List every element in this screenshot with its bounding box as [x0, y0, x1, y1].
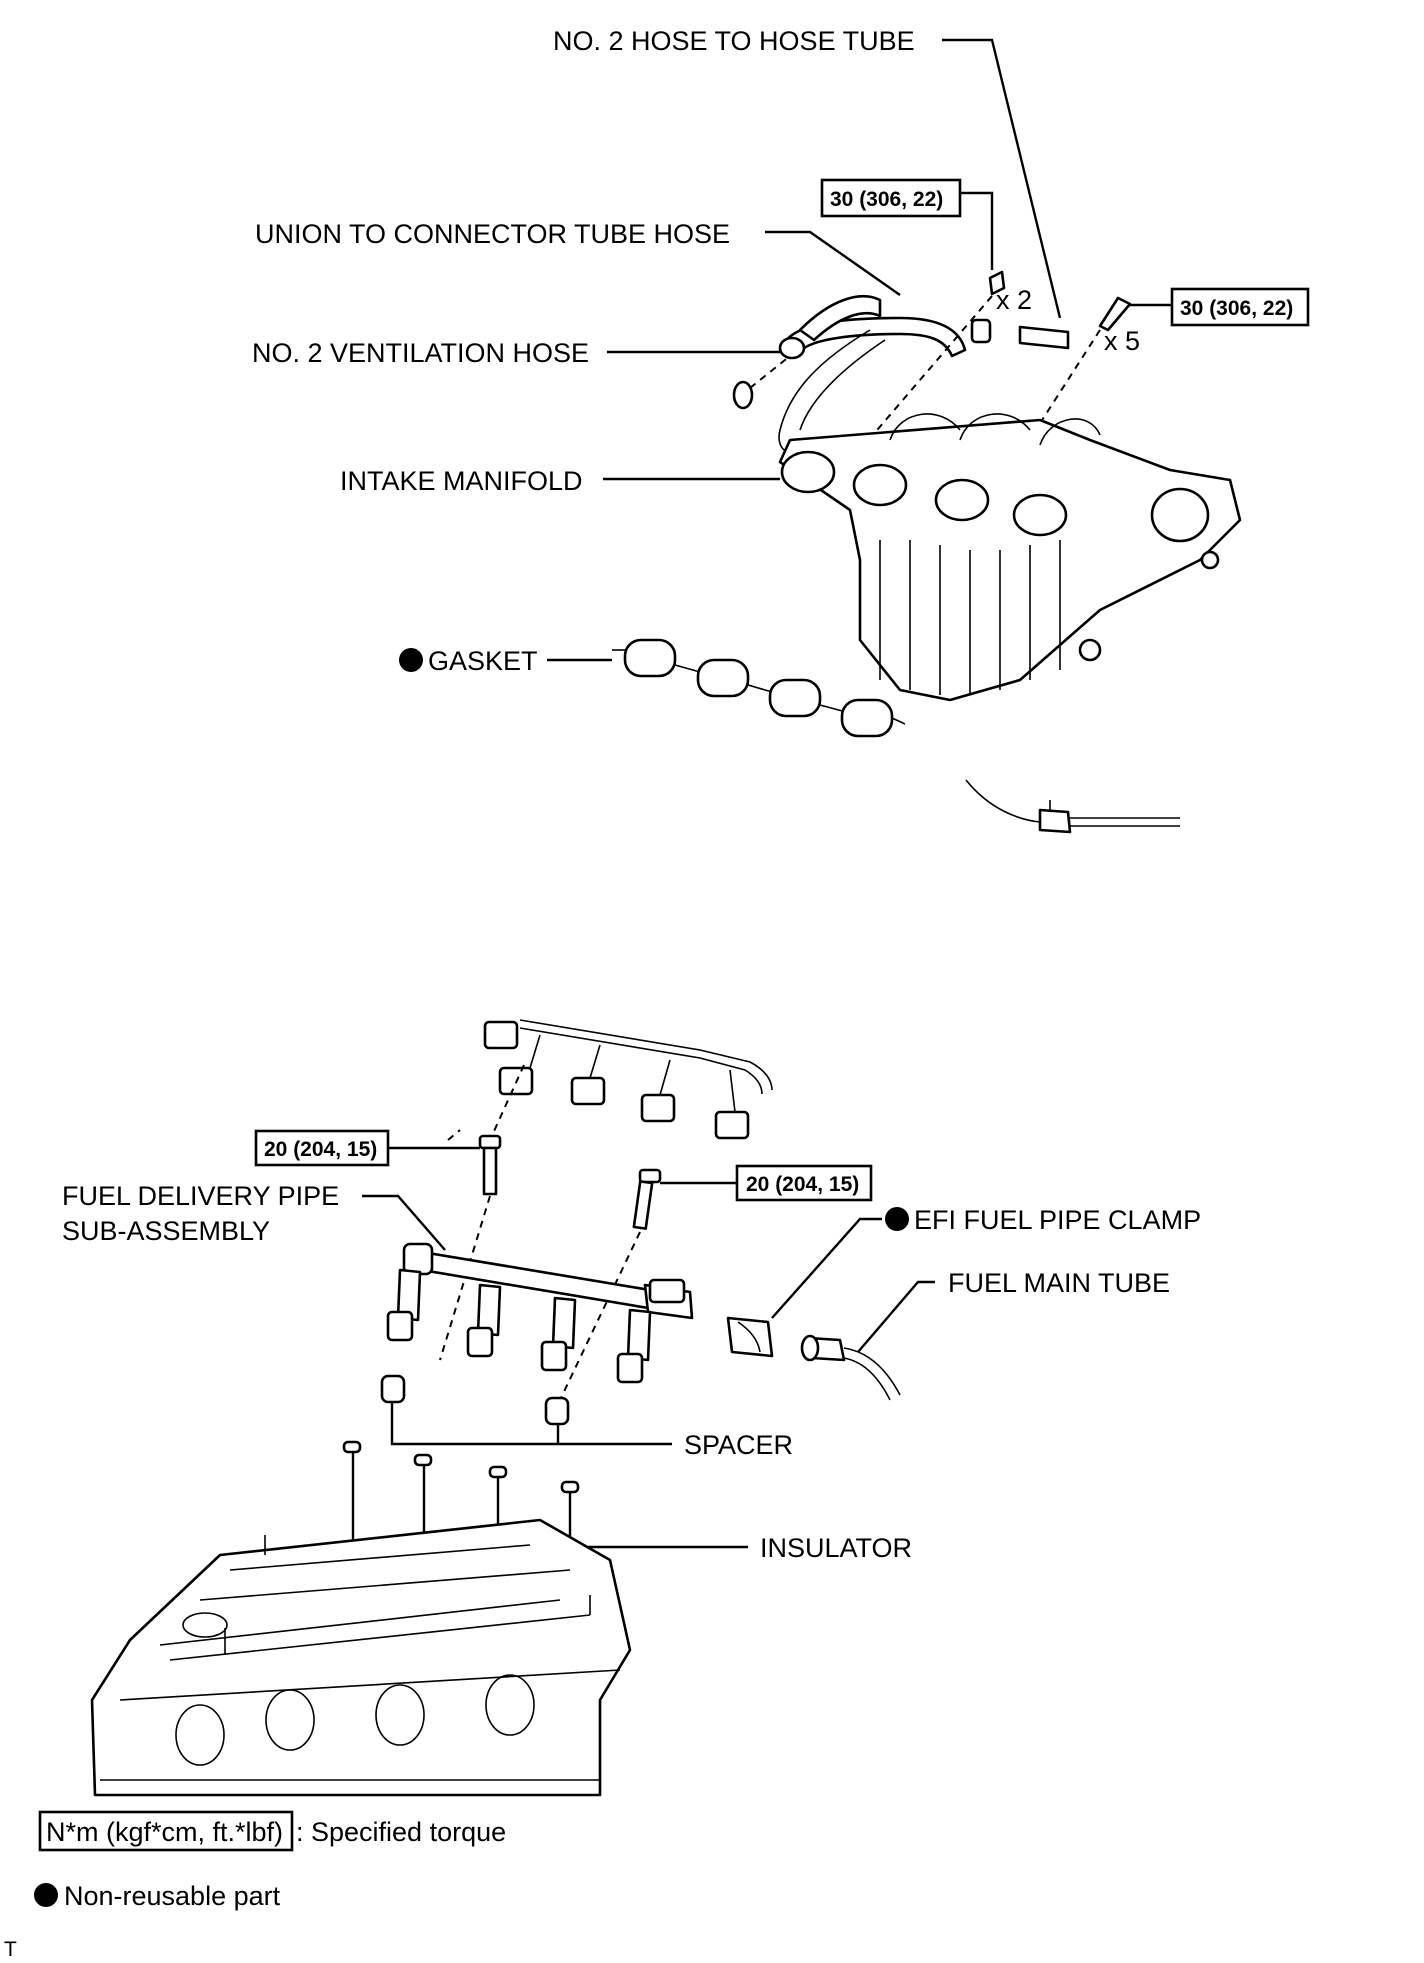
fuel-delivery-pipe-callout: FUEL DELIVERY PIPE SUB-ASSEMBLY	[62, 1181, 446, 1251]
torque-legend-text: : Specified torque	[296, 1817, 506, 1847]
nonreusable-legend: Non-reusable part	[34, 1881, 281, 1911]
torque-value-pipe-bolt-left: 20 (204, 15)	[264, 1138, 377, 1161]
torque-value-pipe-bolt-right: 20 (204, 15)	[746, 1173, 859, 1196]
intake-manifold-label: INTAKE MANIFOLD	[340, 466, 583, 496]
torque-legend: N*m (kgf*cm, ft.*lbf) : Specified torque	[38, 1810, 506, 1852]
nonreusable-legend-text: Non-reusable part	[64, 1881, 281, 1911]
efi-fuel-pipe-clamp-label: EFI FUEL PIPE CLAMP	[914, 1205, 1201, 1235]
gasket-drawing	[612, 638, 906, 738]
gasket-callout: GASKET	[399, 646, 612, 676]
no2-ventilation-hose-callout: NO. 2 VENTILATION HOSE	[252, 338, 780, 368]
non-reusable-marker-gasket	[399, 648, 423, 672]
no2-hose-to-hose-tube-callout: NO. 2 HOSE TO HOSE TUBE	[553, 26, 1062, 319]
spacer-drawing	[380, 1374, 570, 1426]
bolt-torque-callout: 30 (306, 22) x 5	[1104, 287, 1310, 356]
spacer-label: SPACER	[684, 1430, 793, 1460]
nut-torque-callout: 30 (306, 22) x 2	[820, 178, 1032, 315]
torque-box-pipe-bolt-right	[735, 1164, 873, 1202]
gasket-label: GASKET	[428, 646, 538, 676]
pipe-bolt-left-drawing	[439, 1134, 502, 1361]
pipe-bolt-right-drawing	[559, 1168, 662, 1401]
insulator-label: INSULATOR	[760, 1533, 912, 1563]
torque-legend-units: N*m (kgf*cm, ft.*lbf)	[46, 1817, 283, 1847]
fuel-main-tube-drawing	[800, 1334, 901, 1401]
fuel-main-tube-callout: FUEL MAIN TUBE	[857, 1268, 1170, 1353]
union-to-connector-tube-hose-callout: UNION TO CONNECTOR TUBE HOSE	[255, 219, 901, 296]
fuel-main-tube-label: FUEL MAIN TUBE	[948, 1268, 1170, 1298]
intake-manifold-callout: INTAKE MANIFOLD	[340, 466, 780, 496]
cylinder-head-drawing	[90, 1518, 632, 1797]
spacer-callout: SPACER	[390, 1400, 793, 1460]
pipe-bolt-left-torque-callout: 20 (204, 15)	[254, 1129, 480, 1167]
torque-value-bolt: 30 (306, 22)	[1180, 297, 1293, 320]
manifold-nut-drawing	[859, 270, 1006, 451]
no2-hose-to-hose-tube-label: NO. 2 HOSE TO HOSE TUBE	[553, 26, 915, 56]
fuel-delivery-pipe-drawing	[386, 1242, 694, 1384]
fuel-delivery-pipe-label-line1: FUEL DELIVERY PIPE	[62, 1181, 339, 1211]
torque-box-nut	[820, 178, 962, 218]
corner-mark: T	[4, 1938, 17, 1961]
fuel-delivery-pipe-label-line2: SUB-ASSEMBLY	[62, 1216, 270, 1246]
union-to-connector-tube-hose-label: UNION TO CONNECTOR TUBE HOSE	[255, 219, 730, 249]
efi-fuel-pipe-clamp-callout: EFI FUEL PIPE CLAMP	[771, 1205, 1201, 1319]
intake-manifold-drawing	[778, 413, 1242, 702]
torque-box-bolt	[1170, 287, 1310, 327]
sensor-harness-drawing	[965, 779, 1180, 834]
hose-tube-drawing	[1018, 325, 1070, 350]
non-reusable-marker-clamp	[885, 1207, 909, 1231]
torque-legend-box	[38, 1810, 294, 1852]
no2-ventilation-hose-label: NO. 2 VENTILATION HOSE	[252, 338, 589, 368]
insulator-drawing	[342, 1440, 580, 1494]
ventilation-hose-drawing	[732, 295, 967, 455]
injector-harness-drawing	[447, 1019, 773, 1141]
torque-box-pipe-bolt-left	[254, 1129, 390, 1167]
pipe-bolt-right-torque-callout: 20 (204, 15)	[660, 1164, 873, 1202]
manifold-bolt-drawing	[1009, 296, 1132, 471]
non-reusable-legend-marker	[34, 1883, 58, 1907]
torque-value-nut: 30 (306, 22)	[830, 188, 943, 211]
bolt-quantity: x 5	[1104, 326, 1140, 356]
efi-fuel-pipe-clamp-drawing	[726, 1316, 774, 1358]
